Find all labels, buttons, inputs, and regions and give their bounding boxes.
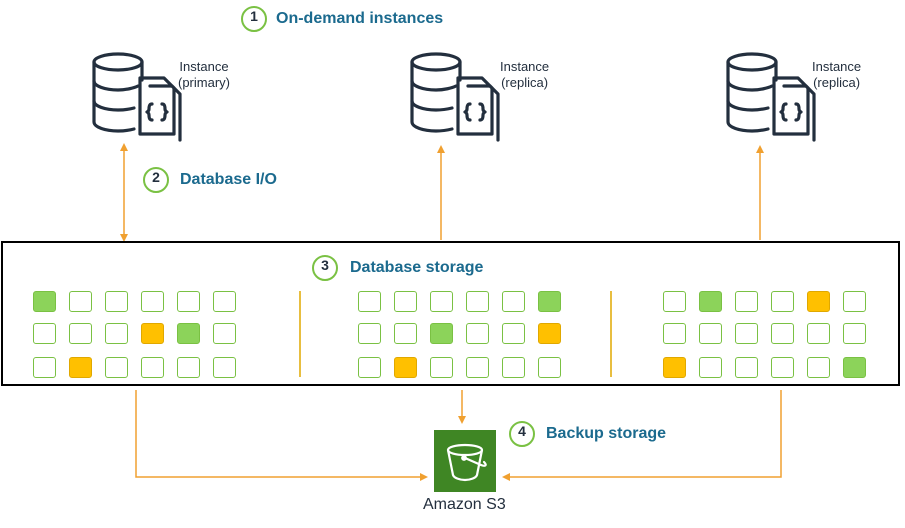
storage-block <box>394 357 417 378</box>
storage-block <box>33 323 56 344</box>
instance-replica-1-line1: Instance <box>500 59 550 74</box>
step-1-label: On-demand instances <box>276 10 444 27</box>
step-2-badge: 2 <box>143 167 169 193</box>
storage-block <box>430 291 453 312</box>
storage-block <box>177 291 200 312</box>
storage-block <box>430 323 453 344</box>
storage-block <box>177 323 200 344</box>
storage-block <box>807 357 830 378</box>
instance-replica-2-label: Instance (replica) <box>812 59 861 91</box>
storage-block <box>699 291 722 312</box>
storage-block <box>735 291 758 312</box>
storage-block <box>502 357 525 378</box>
storage-block <box>466 323 489 344</box>
instance-replica-2-line2: (replica) <box>813 75 861 90</box>
storage-block <box>771 291 794 312</box>
storage-block <box>843 357 866 378</box>
backup-arrow-right <box>502 390 782 481</box>
step-4-badge: 4 <box>509 421 535 447</box>
database-storage-box <box>1 241 900 386</box>
amazon-s3-label: Amazon S3 <box>423 496 506 513</box>
storage-block <box>358 291 381 312</box>
storage-block <box>69 323 92 344</box>
storage-block <box>358 323 381 344</box>
storage-block <box>33 357 56 378</box>
storage-block <box>699 323 722 344</box>
database-replica-2-icon <box>726 52 816 142</box>
storage-block <box>735 323 758 344</box>
storage-block <box>466 291 489 312</box>
backup-arrow-left <box>135 390 428 481</box>
storage-block <box>141 291 164 312</box>
step-3-badge: 3 <box>312 255 338 281</box>
storage-block <box>538 291 561 312</box>
storage-block <box>213 357 236 378</box>
storage-block <box>213 323 236 344</box>
storage-block <box>33 291 56 312</box>
instance-replica-1-label: Instance (replica) <box>500 59 549 91</box>
storage-block <box>663 291 686 312</box>
amazon-s3-icon <box>434 430 496 492</box>
storage-block <box>843 291 866 312</box>
storage-block <box>807 291 830 312</box>
instance-replica-1-line2: (replica) <box>501 75 549 90</box>
storage-block <box>538 323 561 344</box>
instance-primary-line1: Instance <box>179 59 229 74</box>
storage-block <box>663 323 686 344</box>
bucket-icon <box>446 443 487 482</box>
storage-block <box>141 323 164 344</box>
storage-block <box>394 291 417 312</box>
storage-block <box>430 357 453 378</box>
storage-block <box>502 323 525 344</box>
storage-block <box>105 323 128 344</box>
storage-block <box>807 323 830 344</box>
storage-block <box>538 357 561 378</box>
storage-block <box>502 291 525 312</box>
step-2-label: Database I/O <box>180 171 277 188</box>
storage-block <box>105 357 128 378</box>
storage-block <box>466 357 489 378</box>
storage-block <box>69 357 92 378</box>
storage-block <box>358 357 381 378</box>
storage-block <box>663 357 686 378</box>
storage-block <box>735 357 758 378</box>
storage-block <box>771 323 794 344</box>
storage-block <box>843 323 866 344</box>
instance-primary-label: Instance (primary) <box>178 59 230 91</box>
instance-replica-2-line1: Instance <box>812 59 862 74</box>
storage-block <box>105 291 128 312</box>
storage-block <box>394 323 417 344</box>
storage-block <box>69 291 92 312</box>
database-primary-icon <box>92 52 182 142</box>
storage-block <box>699 357 722 378</box>
storage-block <box>213 291 236 312</box>
storage-block <box>771 357 794 378</box>
step-4-label: Backup storage <box>546 425 667 442</box>
storage-block <box>177 357 200 378</box>
step-1-badge: 1 <box>241 6 267 32</box>
instance-primary-line2: (primary) <box>178 75 230 90</box>
database-replica-1-icon <box>410 52 500 142</box>
storage-block <box>141 357 164 378</box>
step-3-label: Database storage <box>350 259 484 276</box>
